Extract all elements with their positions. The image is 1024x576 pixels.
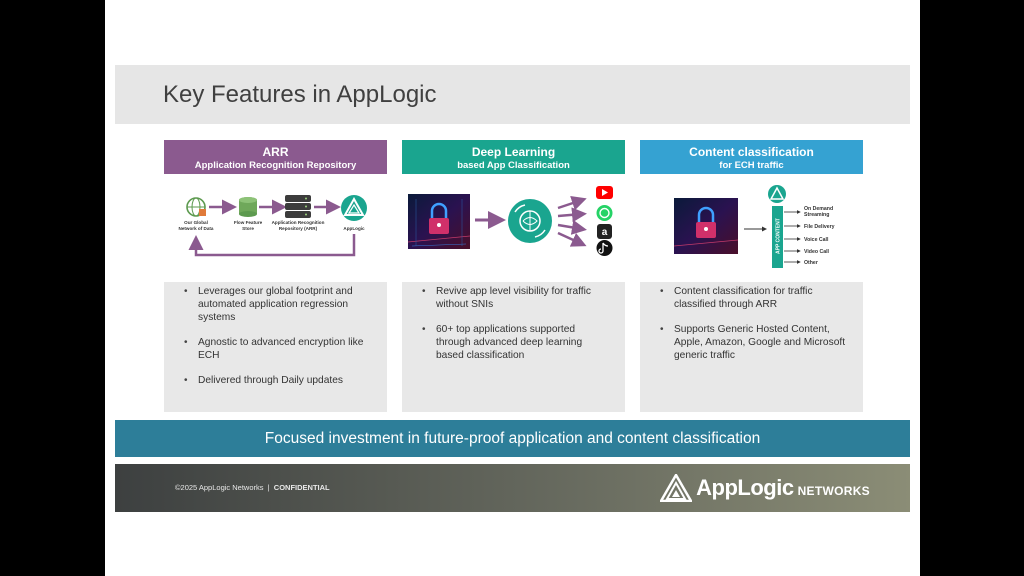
list-item: Revive app level visibility for traffic … (422, 285, 611, 311)
cc-card-title: Content classification (689, 145, 814, 159)
brand-logo: AppLogic NETWORKS (660, 472, 870, 504)
list-item: Delivered through Daily updates (184, 374, 373, 387)
arrow-icon (557, 231, 587, 247)
arr-card-header: ARR Application Recognition Repository (164, 140, 387, 174)
globe-icon (186, 197, 206, 217)
focus-banner: Focused investment in future-proof appli… (115, 420, 910, 457)
arr-node2-label1: Flow Feature (234, 220, 263, 225)
arr-node4-label: AppLogic (343, 226, 365, 231)
dl-card-title: Deep Learning (471, 145, 556, 159)
copyright-text: ©2025 AppLogic Networks | CONFIDENTIAL (175, 483, 330, 492)
page-title: Key Features in AppLogic (163, 81, 437, 108)
brand-suffix: NETWORKS (797, 484, 870, 498)
arr-diagram-svg: Our Global Network of Data Flow Feature … (179, 195, 367, 257)
arr-bullets: Leverages our global footprint and autom… (164, 282, 387, 399)
confidential-label: CONFIDENTIAL (273, 483, 330, 492)
cc-category-label: Streaming (804, 212, 829, 218)
arrow-icon (557, 196, 587, 211)
list-item: 60+ top applications supported through a… (422, 323, 611, 362)
whatsapp-icon (596, 205, 613, 221)
slide: Key Features in AppLogic ARR Application… (105, 0, 920, 576)
list-item: Agnostic to advanced encryption like ECH (184, 336, 373, 362)
cc-card-subtitle: for ECH traffic (719, 160, 784, 171)
dl-bullets: Revive app level visibility for traffic … (402, 282, 625, 374)
database-icon (239, 197, 257, 217)
content-classification-card: Content classification for ECH traffic (640, 140, 863, 412)
arrow-icon (557, 207, 587, 223)
footer: ©2025 AppLogic Networks | CONFIDENTIAL A… (115, 464, 910, 512)
cc-category-label: File Delivery (804, 224, 835, 230)
app-content-column (772, 206, 783, 268)
arr-node2-label2: Store (242, 226, 254, 231)
cc-bullets: Content classification for traffic class… (640, 282, 863, 374)
server-stack-icon (285, 195, 311, 218)
list-item: Leverages our global footprint and autom… (184, 285, 373, 324)
tiktok-icon (596, 240, 613, 256)
cc-diagram: APP CONTENT On Demand Streaming File Del… (640, 174, 863, 282)
cc-category-label: Other (804, 260, 818, 266)
dl-card-subtitle: based App Classification (457, 160, 570, 171)
brand-name: AppLogic (696, 475, 794, 500)
list-item: Supports Generic Hosted Content, Apple, … (660, 323, 849, 362)
youtube-icon (596, 186, 613, 199)
deep-learning-card: Deep Learning based App Classification (402, 140, 625, 412)
copyright-label: ©2025 AppLogic Networks (175, 483, 264, 492)
arr-node1-label1: Our Global (184, 220, 208, 225)
arr-card-title: ARR (262, 145, 289, 159)
arr-node1-label2: Network of Data (179, 226, 214, 231)
applogic-logo-icon (341, 195, 367, 221)
arr-node3-label1: Application Recognition (272, 220, 325, 225)
app-content-label: APP CONTENT (776, 218, 782, 254)
lock-icon (407, 194, 471, 249)
feedback-arrow-icon (188, 234, 356, 257)
amazon-icon: a (597, 224, 612, 239)
cc-diagram-svg: APP CONTENT On Demand Streaming File Del… (673, 185, 835, 268)
arr-diagram: Our Global Network of Data Flow Feature … (164, 174, 387, 282)
list-item: Content classification for traffic class… (660, 285, 849, 311)
dl-diagram-svg: a (407, 186, 613, 256)
footer-separator: | (267, 483, 270, 492)
cc-category-label: Video Call (804, 249, 830, 255)
lock-icon (673, 198, 739, 254)
cc-category-label: Voice Call (804, 237, 829, 243)
dl-card-header: Deep Learning based App Classification (402, 140, 625, 174)
dl-diagram: a (402, 174, 625, 282)
arr-node3-label2: Repository (ARR) (279, 226, 318, 231)
applogic-logo-icon (768, 185, 786, 203)
arrow-icon (557, 219, 587, 235)
cc-category-label: On Demand (804, 206, 833, 212)
arr-card: ARR Application Recognition Repository O… (164, 140, 387, 412)
applogic-mark-icon (660, 474, 693, 502)
svg-text:a: a (602, 227, 608, 238)
title-bar: Key Features in AppLogic (115, 65, 910, 124)
arr-card-subtitle: Application Recognition Repository (194, 160, 357, 171)
cc-card-header: Content classification for ECH traffic (640, 140, 863, 174)
brain-icon (508, 199, 552, 243)
